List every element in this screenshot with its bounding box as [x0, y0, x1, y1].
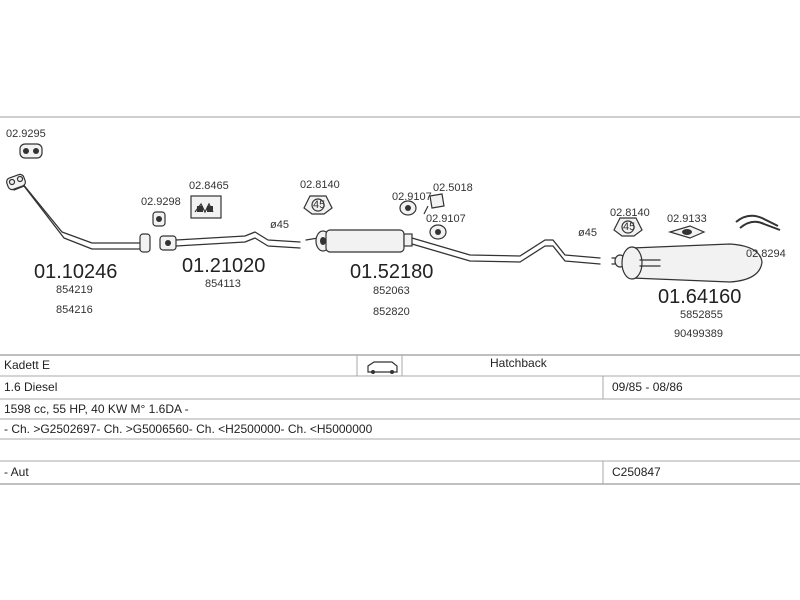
bracket-icon [735, 214, 781, 231]
front-pipe-ref-1: 854219 [56, 284, 93, 296]
middle-pipe-code: 01.21020 [182, 255, 265, 277]
vehicle-table [0, 354, 800, 485]
front-pipe [6, 173, 143, 250]
vehicle-period: 09/85 - 08/86 [612, 380, 683, 394]
label-a5: 02.9107 [392, 191, 432, 203]
hanger-icon-1: 45 [303, 195, 333, 215]
label-a6: 02.5018 [433, 182, 473, 194]
label-a3: 02.8465 [189, 180, 229, 192]
label-a10: 02.8294 [746, 248, 786, 260]
vehicle-model: Kadett E [4, 358, 50, 372]
svg-text:45: 45 [313, 199, 325, 211]
rubber-icon [423, 193, 445, 215]
front-pipe-code: 01.10246 [34, 261, 117, 283]
rear-silencer-code: 01.64160 [658, 286, 741, 308]
label-a1: 02.9295 [6, 128, 46, 140]
center-silencer-ref-1: 852063 [373, 285, 410, 297]
label-a2: 02.9298 [141, 196, 181, 208]
middle-pipe-ref-1: 854113 [205, 278, 241, 290]
accessory-ring-icon [19, 143, 43, 159]
gasket-clamp [139, 233, 177, 253]
vehicle-transmission: - Aut [4, 465, 29, 479]
vehicle-engine: 1.6 Diesel [4, 380, 57, 394]
center-silencer-ref-2: 852820 [373, 306, 410, 318]
label-a8: 02.8140 [610, 207, 650, 219]
middle-pipe [175, 231, 301, 249]
car-hatchback-icon [367, 361, 398, 374]
rear-silencer-ref-1: 5852855 [680, 309, 723, 321]
svg-text:45: 45 [623, 221, 635, 233]
mounting-icon [667, 225, 706, 239]
gasket-icon [152, 211, 166, 227]
vehicle-specs: 1598 cc, 55 HP, 40 KW M° 1.6DA - [4, 402, 189, 416]
label-a4: 02.8140 [300, 179, 340, 191]
rear-silencer-ref-2: 90499389 [674, 328, 723, 340]
label-a7: 02.9107 [426, 213, 466, 225]
front-pipe-ref-2: 854216 [56, 304, 93, 316]
clamp-icon-1 [399, 200, 417, 216]
center-silencer [305, 229, 601, 265]
diameter-label-2: ø45 [578, 227, 597, 239]
rear-silencer [611, 243, 763, 283]
vehicle-body: Hatchback [490, 356, 548, 370]
center-silencer-code: 01.52180 [350, 261, 433, 283]
heat-shield-icon [190, 195, 222, 219]
label-a9: 02.9133 [667, 213, 707, 225]
catalog-number: C250847 [612, 465, 661, 479]
diameter-label-1: ø45 [270, 219, 289, 231]
clamp-icon-2 [429, 224, 447, 240]
hanger-icon-2: 45 [613, 217, 643, 237]
vehicle-chassis: - Ch. >G2502697- Ch. >G5006560- Ch. <H25… [4, 422, 373, 436]
